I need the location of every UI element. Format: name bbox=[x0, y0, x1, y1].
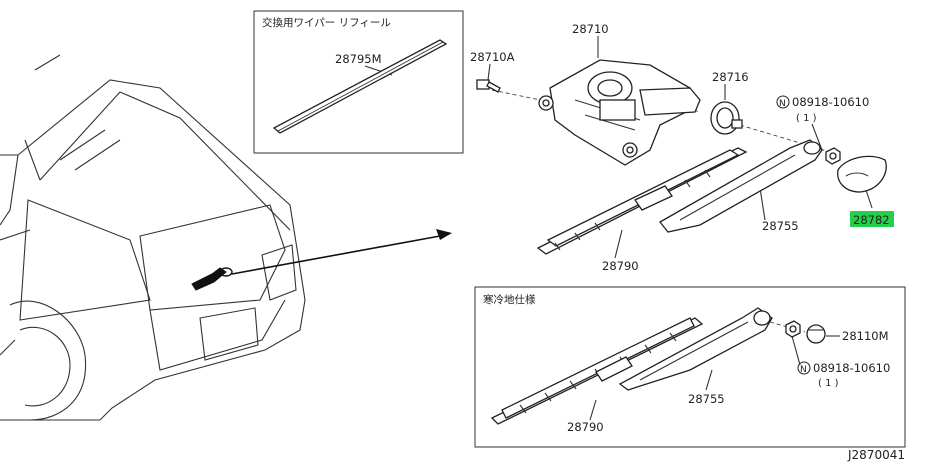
cold-wiper-arm-icon bbox=[618, 307, 773, 391]
blade-label: 28790 bbox=[602, 259, 639, 273]
nut-qty: ( 1 ) bbox=[796, 113, 817, 124]
bolt-icon bbox=[476, 79, 501, 93]
pivot-cap-icon bbox=[837, 155, 887, 193]
refill-box: 交換用ワイパー リフィール 28795M bbox=[253, 10, 464, 154]
cap-label: 28782 bbox=[853, 213, 890, 227]
leader-arrow bbox=[231, 229, 452, 275]
diagram-id: J2870041 bbox=[847, 448, 905, 462]
cap-label-highlight bbox=[850, 211, 894, 227]
cold-cap-label: 28110M bbox=[842, 329, 889, 343]
nut-n-marker: N bbox=[779, 99, 786, 109]
main-assembly: 28710 28710A 28716 N 08918-10610 ( 1 ) 2… bbox=[470, 22, 894, 273]
motor-label: 28710 bbox=[572, 22, 609, 36]
bolt-label: 28710A bbox=[470, 50, 515, 64]
nut-icon bbox=[825, 147, 841, 165]
cold-wiper-blade-icon bbox=[490, 317, 704, 425]
cold-region-box: 寒冷地仕様 28110M N 08918-10610 ( 1 ) 28755 2… bbox=[474, 286, 906, 448]
seal-label: 28716 bbox=[712, 70, 749, 84]
wiper-motor-icon bbox=[538, 59, 701, 166]
cold-arm-label: 28755 bbox=[688, 392, 725, 406]
arm-label: 28755 bbox=[762, 219, 799, 233]
refill-box-title: 交換用ワイパー リフィール bbox=[262, 16, 391, 29]
nut-label: 08918-10610 bbox=[792, 95, 869, 109]
seal-grommet-icon bbox=[710, 101, 743, 135]
cold-box-title: 寒冷地仕様 bbox=[483, 293, 536, 306]
cold-nut-label: 08918-10610 bbox=[813, 361, 890, 375]
wiper-arm-icon bbox=[659, 139, 823, 233]
wiper-blade-icon bbox=[536, 147, 748, 255]
cold-cap-icon bbox=[806, 324, 826, 344]
cold-nut-qty: ( 1 ) bbox=[818, 378, 839, 389]
vehicle-wiper-mark bbox=[191, 267, 233, 291]
cold-nut-n-marker: N bbox=[800, 365, 807, 375]
cold-blade-label: 28790 bbox=[567, 420, 604, 434]
vehicle-outline bbox=[0, 54, 306, 421]
refill-part-label: 28795M bbox=[335, 52, 382, 66]
cold-nut-icon bbox=[785, 320, 801, 338]
